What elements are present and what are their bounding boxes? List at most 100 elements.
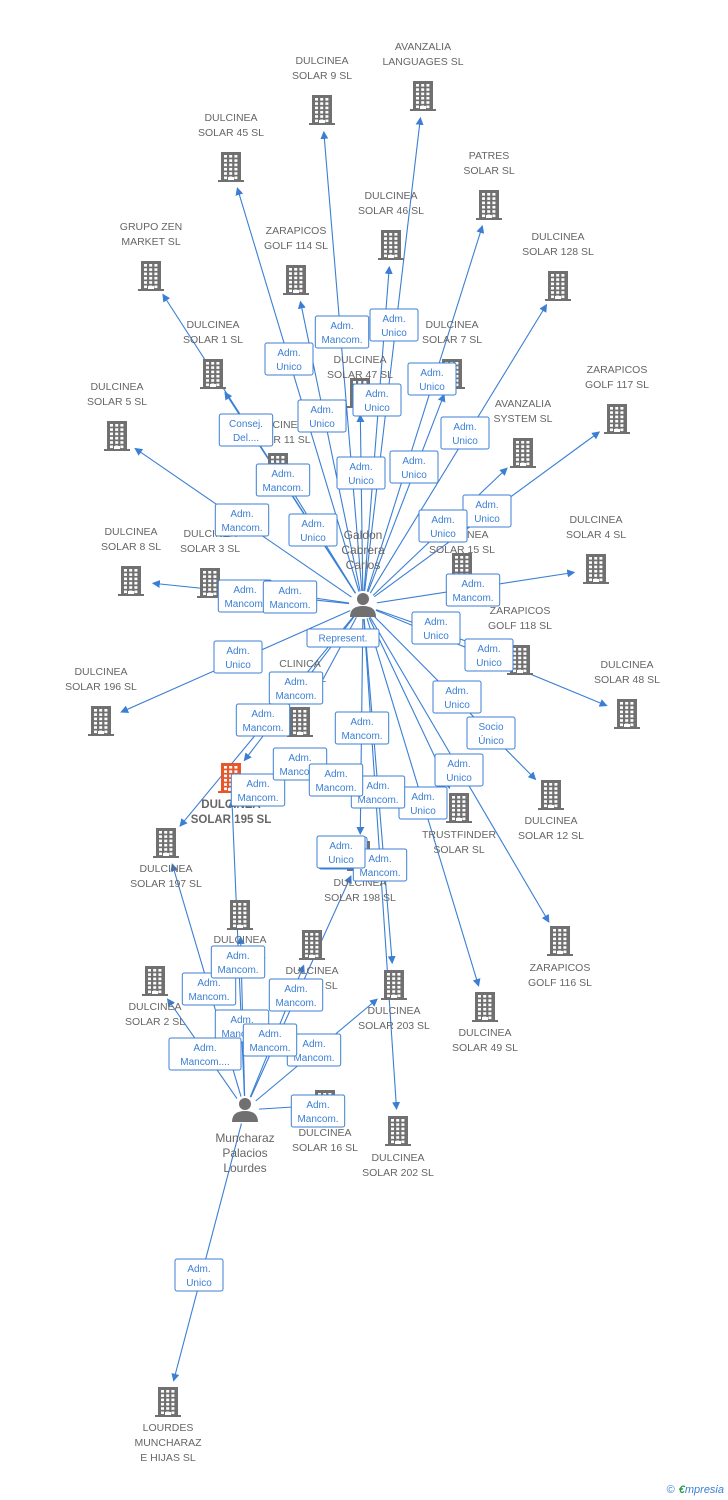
role-badge-galdon-golf116[interactable]: Adm.Unico (434, 753, 484, 787)
role-badge-galdon-golf117[interactable]: Adm.Unico (418, 509, 468, 543)
company-name-line: ZARAPICOS (266, 225, 327, 237)
role-text-line: Mancom. (359, 868, 400, 879)
company-name-line: SYSTEM SL (494, 413, 553, 425)
role-badge-muncharaz-solar203[interactable]: Adm.Mancom. (308, 763, 364, 797)
company-name-line: SOLAR 197 SL (130, 878, 202, 890)
role-box-frame (235, 703, 291, 737)
role-badge-galdon-golf118[interactable]: Adm.Unico (411, 611, 461, 645)
role-badge-muncharaz-solar195[interactable]: Adm.Mancom. (230, 773, 286, 807)
role-badge-galdon-solar9[interactable]: Adm.Mancom. (314, 315, 370, 349)
role-badge-galdon-patres[interactable]: Adm.Unico (440, 416, 490, 450)
role-badge-galdon-clinica[interactable]: Represent. (306, 628, 380, 648)
company-name-line: SOLAR 202 SL (362, 1167, 434, 1179)
role-badge-galdon-solar46[interactable]: Adm.Unico (352, 383, 402, 417)
role-badge-galdon-avanzalia_lang[interactable]: Adm.Unico (369, 308, 419, 342)
company-name-line: DULCINEA (90, 381, 143, 393)
role-box-frame (407, 362, 457, 396)
role-badge-galdon-solar47[interactable]: Adm.Unico (336, 456, 386, 490)
company-name-line: TRUSTFINDER (422, 829, 496, 841)
edge-galdon-patres (366, 225, 485, 592)
role-badge-galdon-grupozen[interactable]: Adm.Mancom. (255, 463, 311, 497)
building-icon (385, 1116, 411, 1146)
role-badge-galdon-solar5[interactable]: Adm.Mancom. (214, 503, 270, 537)
empresia-footer[interactable]: ©€mpresia (667, 1484, 724, 1496)
role-text-line: Mancom. (221, 1029, 262, 1040)
building-icon (88, 706, 114, 736)
role-badge-galdon-trustfinder[interactable]: Adm.Unico (432, 680, 482, 714)
role-badge-muncharaz-solar_a[interactable]: Adm.Mancom. (210, 945, 266, 979)
company-name-line: SOLAR 4 SL (566, 529, 626, 541)
role-badge-galdon-solar48[interactable]: Adm.Unico (464, 638, 514, 672)
role-badge-muncharaz-solar2[interactable]: Adm.Mancom. (181, 972, 237, 1006)
role-badge-extra-1[interactable]: Adm.Mancom. (242, 1023, 298, 1057)
company-name-line: SOLAR 196 SL (65, 681, 137, 693)
role-badge-muncharaz-solar198[interactable]: Adm.Mancom. (268, 978, 324, 1012)
role-badge-galdon-avanzalia_sys[interactable]: Adm.Unico (389, 450, 439, 484)
company-name-line: SOLAR 2 SL (125, 1016, 185, 1028)
person-name-line: Lourdes (223, 1161, 266, 1175)
role-badge-muncharaz-solar16[interactable]: Adm.Mancom. (290, 1094, 346, 1128)
role-text-line: Adm. (475, 500, 498, 511)
person-icon (350, 593, 376, 617)
company-node-trustfinder[interactable]: TRUSTFINDER SOLAR SL (422, 793, 496, 856)
role-badge-galdon-golf114[interactable]: Adm.Unico (297, 399, 347, 433)
role-badge-galdon-solar197[interactable]: Adm.Mancom. (235, 703, 291, 737)
role-badge-extra-2[interactable]: Adm.Mancom.... (168, 1037, 242, 1071)
role-badge-galdon-solar4[interactable]: Adm.Mancom. (445, 573, 501, 607)
role-badge-muncharaz-lourdes[interactable]: Adm.Unico (174, 1258, 224, 1292)
role-box-frame (242, 1023, 298, 1057)
edge-galdon-solar45 (235, 187, 360, 592)
role-badge-galdon-solar45[interactable]: Adm.Unico (264, 342, 314, 376)
role-box-frame (174, 1258, 224, 1292)
role-text-line: Adm. (402, 456, 425, 467)
company-name-line: SOLAR SL (433, 844, 485, 856)
role-badge-galdon-solar3[interactable]: Adm.Mancom. (262, 580, 318, 614)
company-name-line: DULCINEA (285, 965, 338, 977)
role-badge-galdon-solar49[interactable]: Adm.Unico (398, 786, 448, 820)
role-badge-galdon-solar128[interactable]: Adm.Unico (462, 494, 512, 528)
role-text-line: Adm. (284, 677, 307, 688)
role-badge-galdon-solar11[interactable]: Adm.Unico (288, 513, 338, 547)
role-badge-galdon-solar1[interactable]: Consej.Del.... (218, 413, 274, 447)
role-box-frame (418, 509, 468, 543)
role-badge-galdon-solar196[interactable]: Adm.Unico (213, 640, 263, 674)
role-badge-galdon-solar8[interactable]: Adm.Mancom. (217, 579, 273, 613)
role-box-frame (306, 628, 380, 648)
role-badge-galdon-solar195[interactable]: Adm.Mancom. (268, 671, 324, 705)
role-box-frame (290, 1094, 346, 1128)
role-badge-galdon-solar7[interactable]: Adm.Unico (407, 362, 457, 396)
role-badge-extra-4[interactable]: Adm.Unico (316, 835, 366, 869)
role-text-line: Adm. (424, 617, 447, 628)
role-badge-galdon-solar203[interactable]: Adm.Mancom. (334, 711, 390, 745)
role-badge-extra-3[interactable]: Adm.Mancom. (352, 848, 408, 882)
